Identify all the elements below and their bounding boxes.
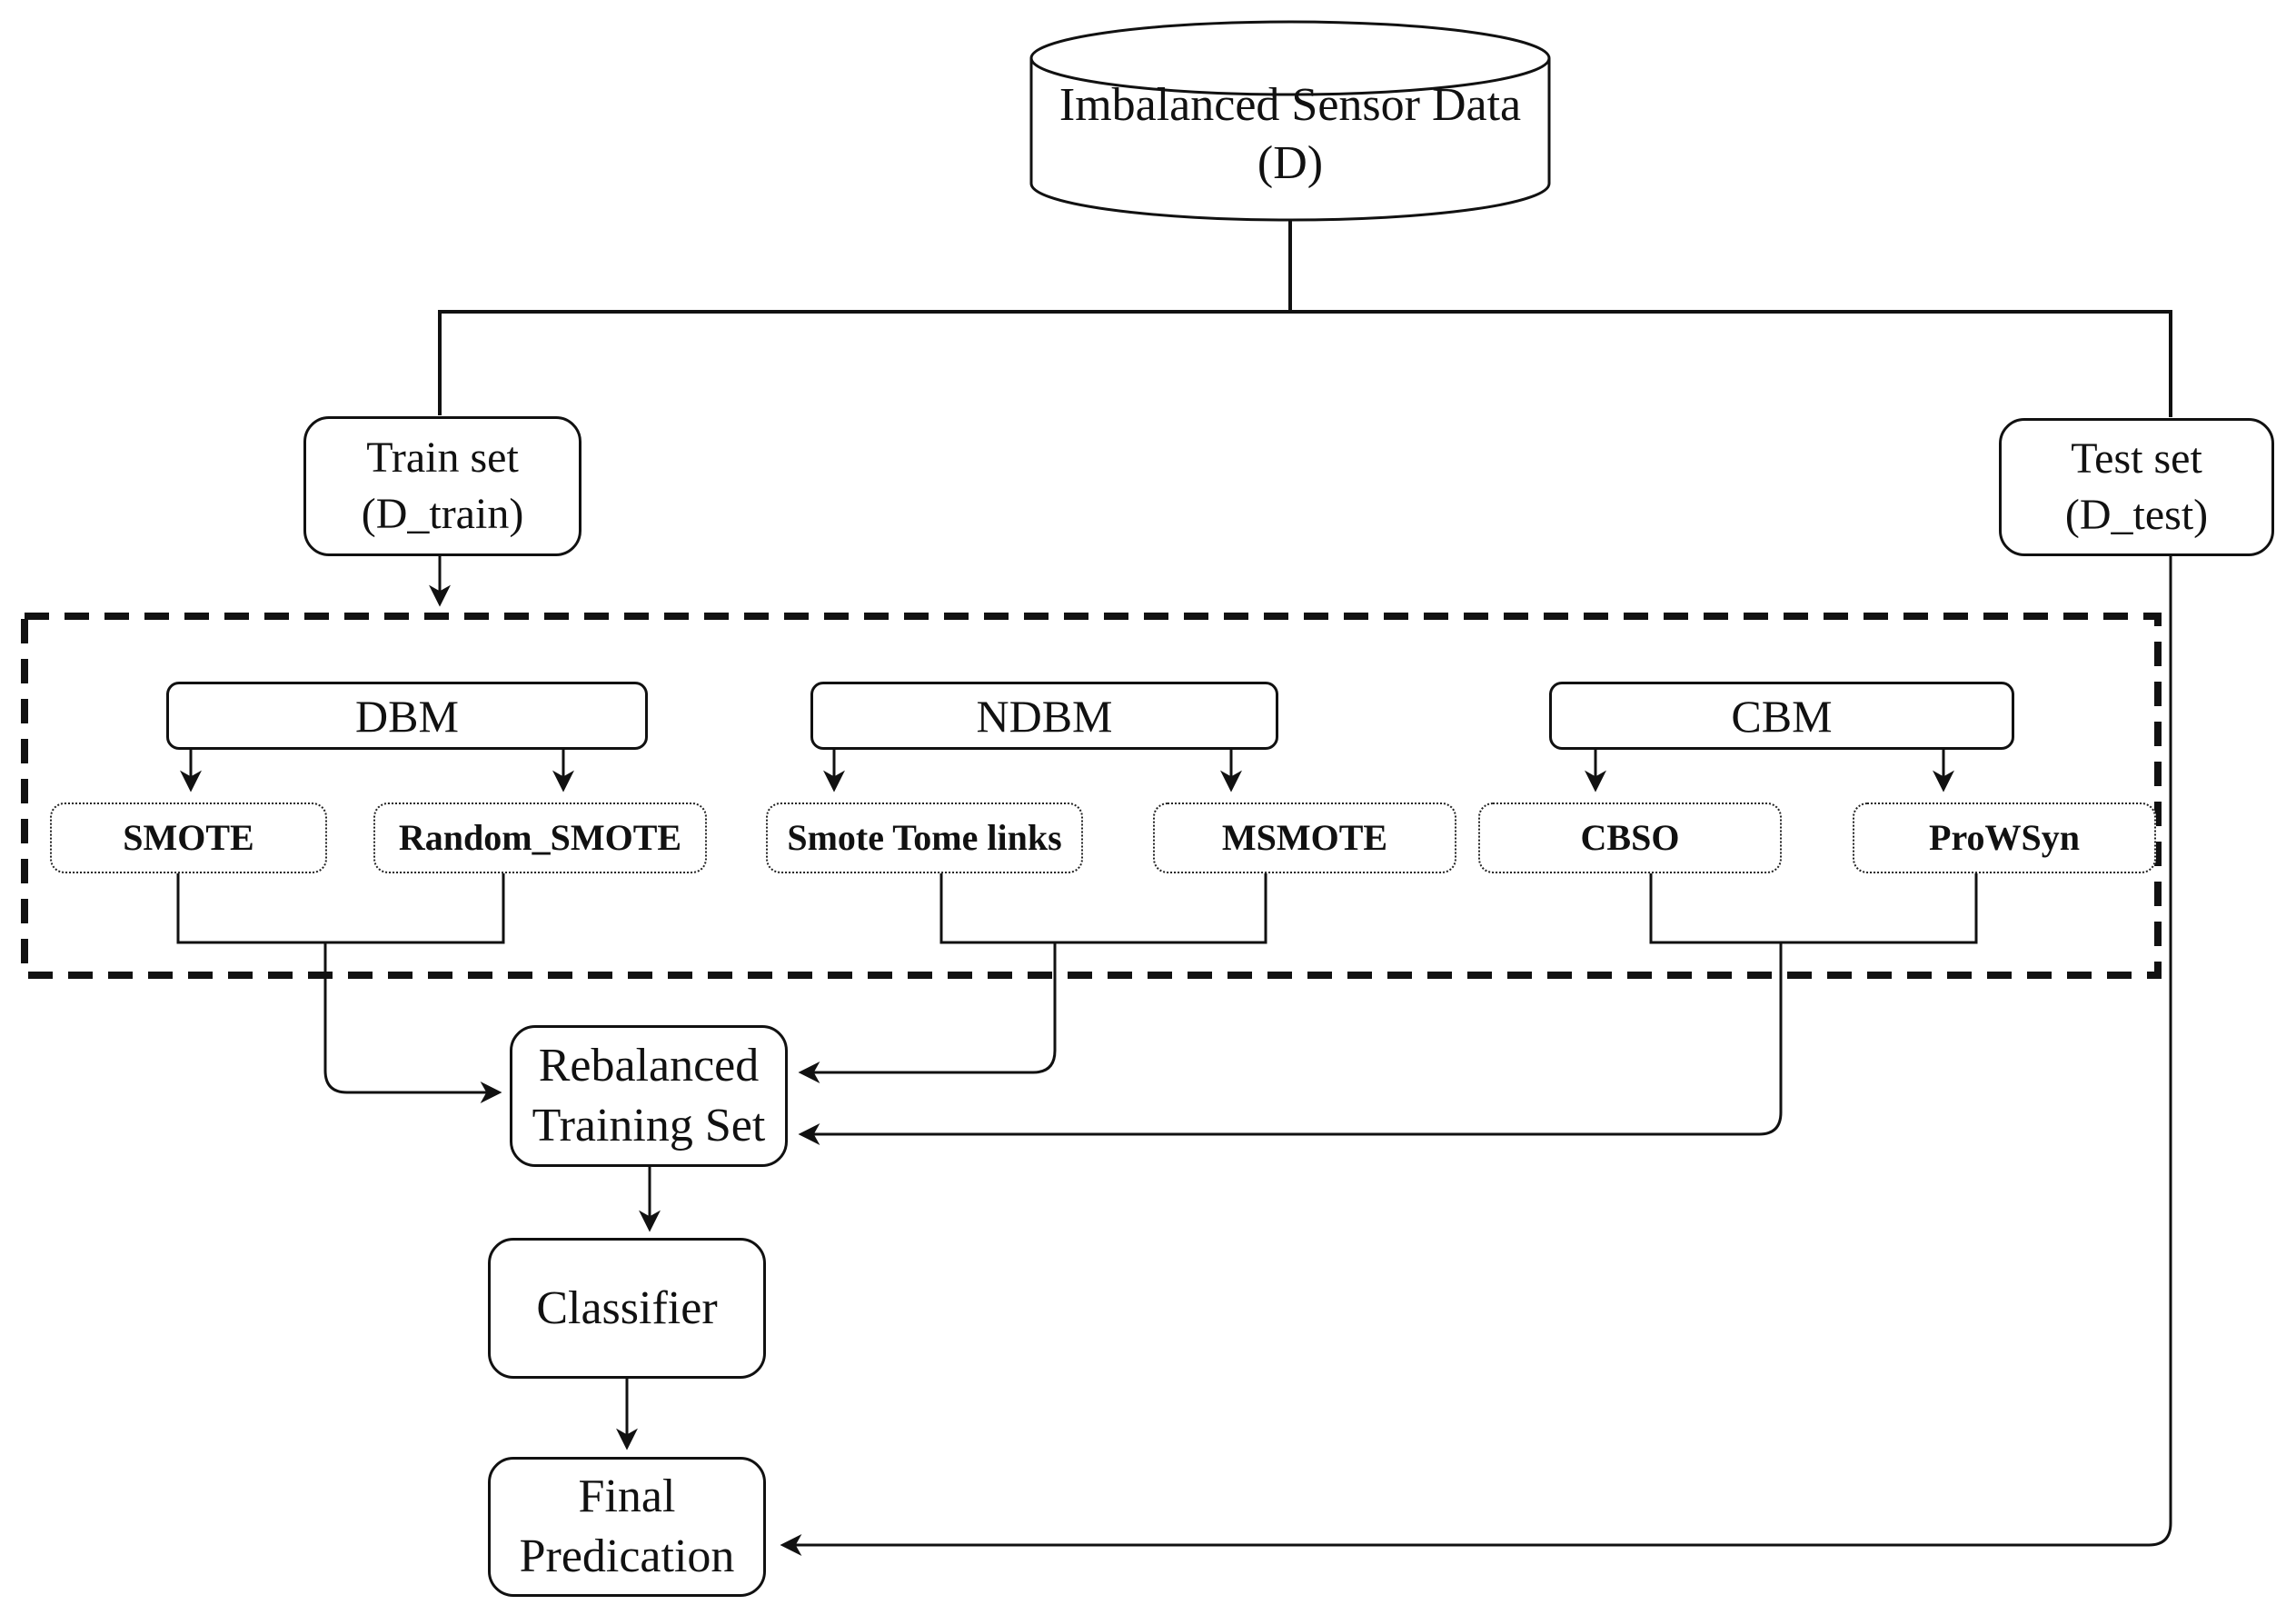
- ndbm-label: NDBM: [976, 690, 1113, 742]
- dbm-label: DBM: [355, 690, 459, 742]
- node-final-prediction: Final Predication: [488, 1457, 766, 1597]
- random-smote-label: Random_SMOTE: [398, 817, 682, 858]
- rebalanced-label-line1: Rebalanced: [538, 1040, 760, 1092]
- test-to-final-connector: [780, 556, 2172, 1556]
- test-set-label-line2: (D_test): [2064, 491, 2209, 539]
- smote-label: SMOTE: [123, 817, 254, 858]
- rebalanced-label-line2: Training Set: [532, 1100, 766, 1151]
- node-train-set: Train set (D_train): [303, 416, 581, 556]
- dbm-merge-connector: [176, 873, 505, 1103]
- node-prowsyn: ProWSyn: [1853, 803, 2156, 873]
- node-cbso: CBSO: [1478, 803, 1782, 873]
- node-classifier: Classifier: [488, 1238, 766, 1379]
- prowsyn-label: ProWSyn: [1929, 817, 2080, 858]
- node-cbm: CBM: [1549, 682, 2014, 750]
- final-prediction-label-line1: Final: [578, 1470, 676, 1522]
- ndbm-merge-connector: [798, 873, 1267, 1083]
- train-set-label-line2: (D_train): [361, 490, 524, 538]
- node-dbm: DBM: [166, 682, 648, 750]
- sampling-stage-boundary: [21, 613, 2162, 979]
- node-smote: SMOTE: [50, 803, 327, 873]
- final-prediction-label-line2: Predication: [519, 1530, 735, 1582]
- cbm-label: CBM: [1731, 690, 1833, 742]
- node-test-set: Test set (D_test): [1999, 418, 2274, 556]
- node-random-smote: Random_SMOTE: [373, 803, 707, 873]
- smote-tome-links-label: Smote Tome links: [787, 817, 1062, 858]
- classifier-label: Classifier: [536, 1281, 718, 1334]
- database-cylinder-icon: [1029, 20, 1551, 222]
- node-ndbm: NDBM: [810, 682, 1278, 750]
- train-set-label-line1: Train set: [366, 434, 519, 482]
- database-label-line2: (D): [1257, 137, 1324, 189]
- node-smote-tome-links: Smote Tome links: [766, 803, 1083, 873]
- msmote-label: MSMOTE: [1221, 817, 1388, 858]
- database-label-line1: Imbalanced Sensor Data: [1059, 79, 1522, 131]
- node-msmote: MSMOTE: [1153, 803, 1456, 873]
- test-set-label-line1: Test set: [2071, 434, 2202, 483]
- database-node: Imbalanced Sensor Data (D): [1031, 76, 1549, 193]
- node-rebalanced-training-set: Rebalanced Training Set: [510, 1025, 788, 1167]
- cbso-label: CBSO: [1580, 817, 1680, 858]
- cbm-merge-connector: [798, 873, 1978, 1145]
